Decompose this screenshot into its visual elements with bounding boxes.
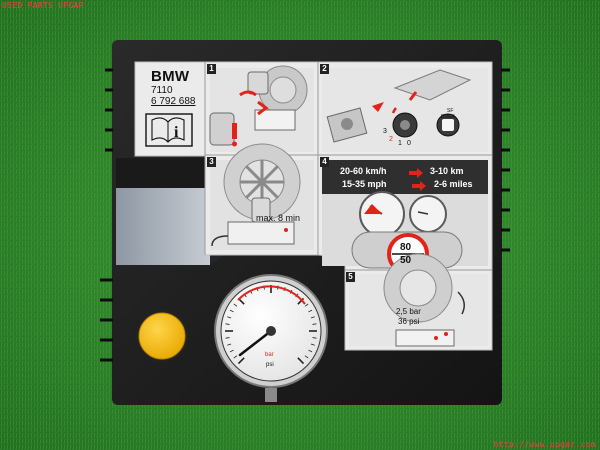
panel-3-instruction: max. 8 min <box>256 213 301 223</box>
pressure-gauge <box>214 274 328 388</box>
gauge-unit-bar: bar <box>265 352 274 358</box>
panel-3-number: 3 <box>207 157 216 167</box>
gauge-tick <box>310 343 315 346</box>
button-label-sf: SF <box>447 108 454 114</box>
gauge-tick <box>237 357 245 365</box>
gauge-tick <box>312 323 317 325</box>
dial-mark-2: 2 <box>389 136 393 143</box>
gauge-tick <box>229 309 234 313</box>
dial-mark-3: 3 <box>383 128 387 135</box>
speed-mph: 15-35 mph <box>342 179 387 189</box>
dial-mark-1: 1 <box>398 140 402 147</box>
part-number-text: 6 792 688 <box>151 96 196 107</box>
instruction-label <box>134 61 493 351</box>
gauge-tick <box>227 316 232 319</box>
gauge-tick <box>297 357 305 365</box>
gauge-tick <box>233 303 238 307</box>
hose-window <box>116 185 210 265</box>
gauge-tick <box>304 303 309 307</box>
gauge-tick <box>308 309 313 313</box>
manual-book-icon <box>145 113 193 147</box>
distance-km: 3-10 km <box>430 166 464 176</box>
watermark-top-left: USED PARTS UPGAR <box>2 1 84 10</box>
speed-sign-top: 80 <box>400 242 412 253</box>
panel-5-number: 5 <box>346 272 355 282</box>
code-text: 7110 <box>151 85 173 96</box>
gauge-tick <box>304 355 309 359</box>
gauge-tick <box>312 337 317 339</box>
gauge-red-arc <box>237 285 306 305</box>
button-label-boek: BOEK <box>441 114 455 120</box>
pressure-bar: 2,5 bar <box>396 307 421 316</box>
gauge-tick <box>308 349 313 353</box>
brand-text: BMW <box>151 68 190 85</box>
dial-mark-0: 0 <box>407 140 411 147</box>
pressure-psi: 36 psi <box>398 317 420 326</box>
speed-sign-bottom: 50 <box>400 255 412 266</box>
gauge-tick <box>297 297 305 305</box>
distance-miles: 2-6 miles <box>434 179 473 189</box>
panel-1-illustration <box>209 65 314 152</box>
gauge-needle <box>238 329 273 357</box>
gauge-tick <box>229 349 234 353</box>
gauge-tick <box>227 343 232 346</box>
panel-5-illustration <box>349 253 488 347</box>
gauge-tick <box>225 323 230 325</box>
gauge-unit-psi: psi <box>266 362 274 368</box>
gauge-tick <box>233 355 238 359</box>
speed-kmh: 20-60 km/h <box>340 166 387 176</box>
panel-1-number: 1 <box>207 64 216 74</box>
info-symbol: i <box>174 124 179 141</box>
gauge-tick <box>310 316 315 319</box>
watermark-bottom-right: http://www.upgar.com <box>493 440 596 449</box>
panel-2-illustration <box>322 68 488 152</box>
gauge-tick <box>225 337 230 339</box>
panel-3-illustration <box>210 143 314 250</box>
panel-4-number: 4 <box>320 157 329 167</box>
panel-2-number: 2 <box>320 64 329 74</box>
